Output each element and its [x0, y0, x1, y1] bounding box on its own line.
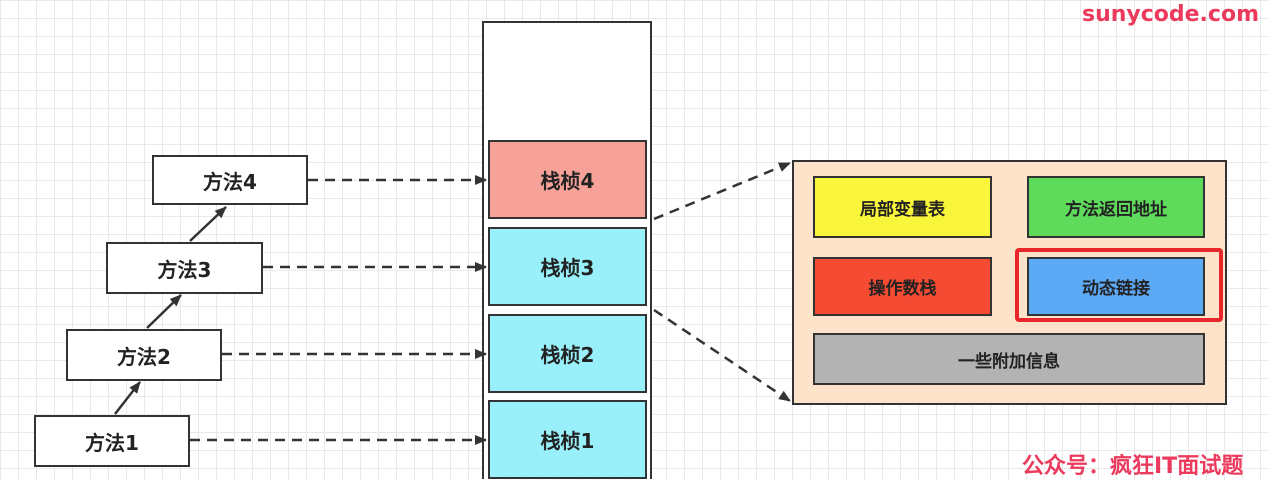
- stack-frame-2: 栈桢2: [488, 314, 647, 393]
- arrow-frame4-detail-top: [653, 161, 791, 221]
- local-variable-table: 局部变量表: [813, 176, 992, 238]
- method-3-box: 方法3: [106, 242, 263, 294]
- stack-frame-3: 栈桢3: [488, 227, 647, 306]
- arrow-method1-method2: [114, 381, 141, 415]
- stack-frame-1: 栈桢1: [488, 400, 647, 479]
- arrow-method3-method4: [189, 206, 227, 242]
- method-1-box: 方法1: [34, 415, 190, 467]
- dynamic-linking-highlight: [1015, 248, 1223, 322]
- site-watermark: sunycode.com: [1081, 2, 1259, 27]
- method-4-box: 方法4: [152, 155, 308, 205]
- method-2-box: 方法2: [66, 329, 222, 381]
- arrow-frame4-detail-bottom: [653, 308, 791, 403]
- footer-watermark: 公众号：疯狂IT面试题: [1022, 454, 1244, 479]
- extra-info: 一些附加信息: [813, 333, 1205, 385]
- stack-frame-4: 栈桢4: [488, 140, 647, 219]
- return-address: 方法返回地址: [1027, 176, 1205, 238]
- operand-stack: 操作数栈: [813, 257, 992, 316]
- dynamic-linking: 动态链接: [1027, 257, 1205, 316]
- arrow-method2-method3: [146, 294, 182, 329]
